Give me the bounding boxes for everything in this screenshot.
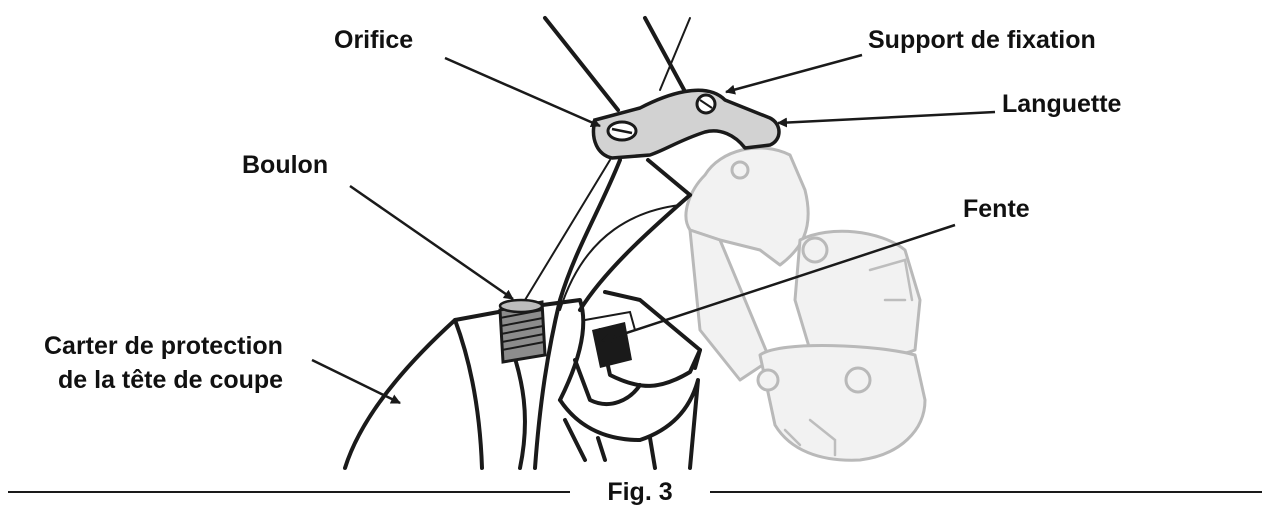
label-orifice: Orifice: [334, 26, 413, 54]
leader-orifice: [444, 56, 601, 128]
guard-body: [343, 290, 702, 470]
label-boulon: Boulon: [242, 151, 328, 179]
label-languette: Languette: [1002, 90, 1122, 118]
callout-labels: Orifice Support de fixation Languette Bo…: [44, 26, 1122, 394]
bolt: [498, 298, 547, 364]
mounting-bracket: [591, 88, 781, 160]
slot: [584, 310, 636, 368]
label-fente: Fente: [963, 195, 1030, 223]
label-carter-line1: Carter de protection: [44, 332, 283, 360]
leader-lines: [311, 53, 996, 405]
label-support: Support de fixation: [868, 26, 1096, 54]
leader-carter: [311, 358, 401, 405]
leader-fente: [601, 223, 956, 343]
label-carter-line2: de la tête de coupe: [58, 366, 283, 394]
leader-boulon: [349, 184, 514, 301]
leader-support: [725, 53, 863, 95]
figure-number: Fig. 3: [607, 478, 672, 506]
leader-languette: [777, 110, 996, 128]
figure-caption: Fig. 3: [8, 478, 1262, 506]
alignment-guides: [524, 159, 681, 311]
trimmer-head-ghost: [684, 146, 927, 462]
shaft: [533, 16, 697, 470]
